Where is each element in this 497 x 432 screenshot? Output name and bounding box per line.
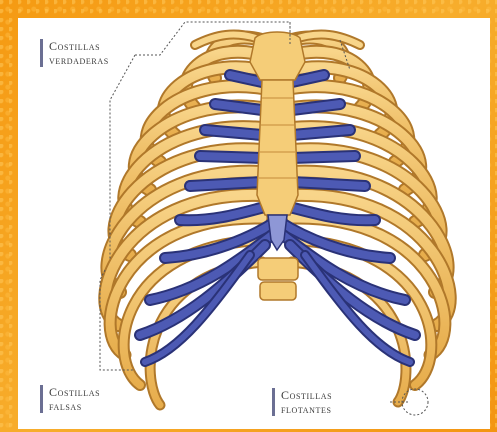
label-floating-ribs-line1: Costillas (281, 388, 332, 402)
label-false-ribs-line2: falsas (49, 399, 100, 413)
label-true-ribs-line2: verdaderas (49, 53, 109, 67)
sternum-body (257, 80, 298, 215)
label-false-ribs: Costillas falsas (40, 385, 100, 413)
label-true-ribs: Costillas verdaderas (40, 39, 109, 67)
label-floating-ribs: Costillas flotantes (272, 388, 332, 416)
label-floating-ribs-line2: flotantes (281, 402, 332, 416)
lumbar-vertebra (258, 258, 298, 300)
label-false-ribs-line1: Costillas (49, 385, 100, 399)
label-true-ribs-line1: Costillas (49, 39, 109, 53)
manubrium (250, 32, 305, 80)
